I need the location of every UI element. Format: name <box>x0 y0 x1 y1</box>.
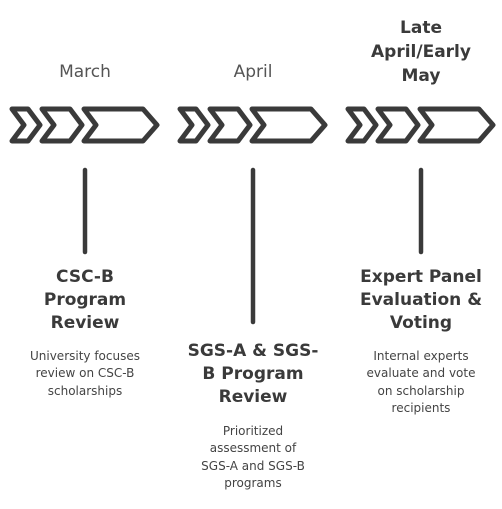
milestone-2-chevron-small-2 <box>207 106 253 144</box>
milestone-3-chevrons <box>345 106 496 144</box>
milestone-1-chevron-large <box>81 106 160 144</box>
milestone-2-chevron-small-1 <box>177 106 211 144</box>
milestone-3-chevron-small-1 <box>345 106 379 144</box>
milestone-1-title: CSC-B Program Review <box>43 267 127 333</box>
milestone-1-chevrons <box>9 106 160 144</box>
milestone-3-chevron-small-2 <box>375 106 421 144</box>
milestone-1-chevron-small-1 <box>9 106 43 144</box>
milestone-2-chevrons <box>177 106 328 144</box>
milestone-2-chevron-large <box>249 106 328 144</box>
milestone-2-period: April <box>233 62 273 82</box>
milestone-2-title: SGS-A & SGS- B Program Review <box>187 341 319 407</box>
milestone-3-chevron-large <box>417 106 496 144</box>
milestone-3-title: Expert Panel Evaluation & Voting <box>359 267 483 333</box>
milestone-3-description: Internal experts evaluate and vote on sc… <box>366 349 476 416</box>
milestone-2-description: Prioritized assessment of SGS-A and SGS-… <box>201 424 305 491</box>
milestone-1-description: University focuses review on CSC-B schol… <box>29 349 140 398</box>
milestone-1-chevron-small-2 <box>39 106 85 144</box>
milestone-1-period: March <box>59 62 111 82</box>
milestone-3-period: Late April/Early May <box>371 18 471 86</box>
